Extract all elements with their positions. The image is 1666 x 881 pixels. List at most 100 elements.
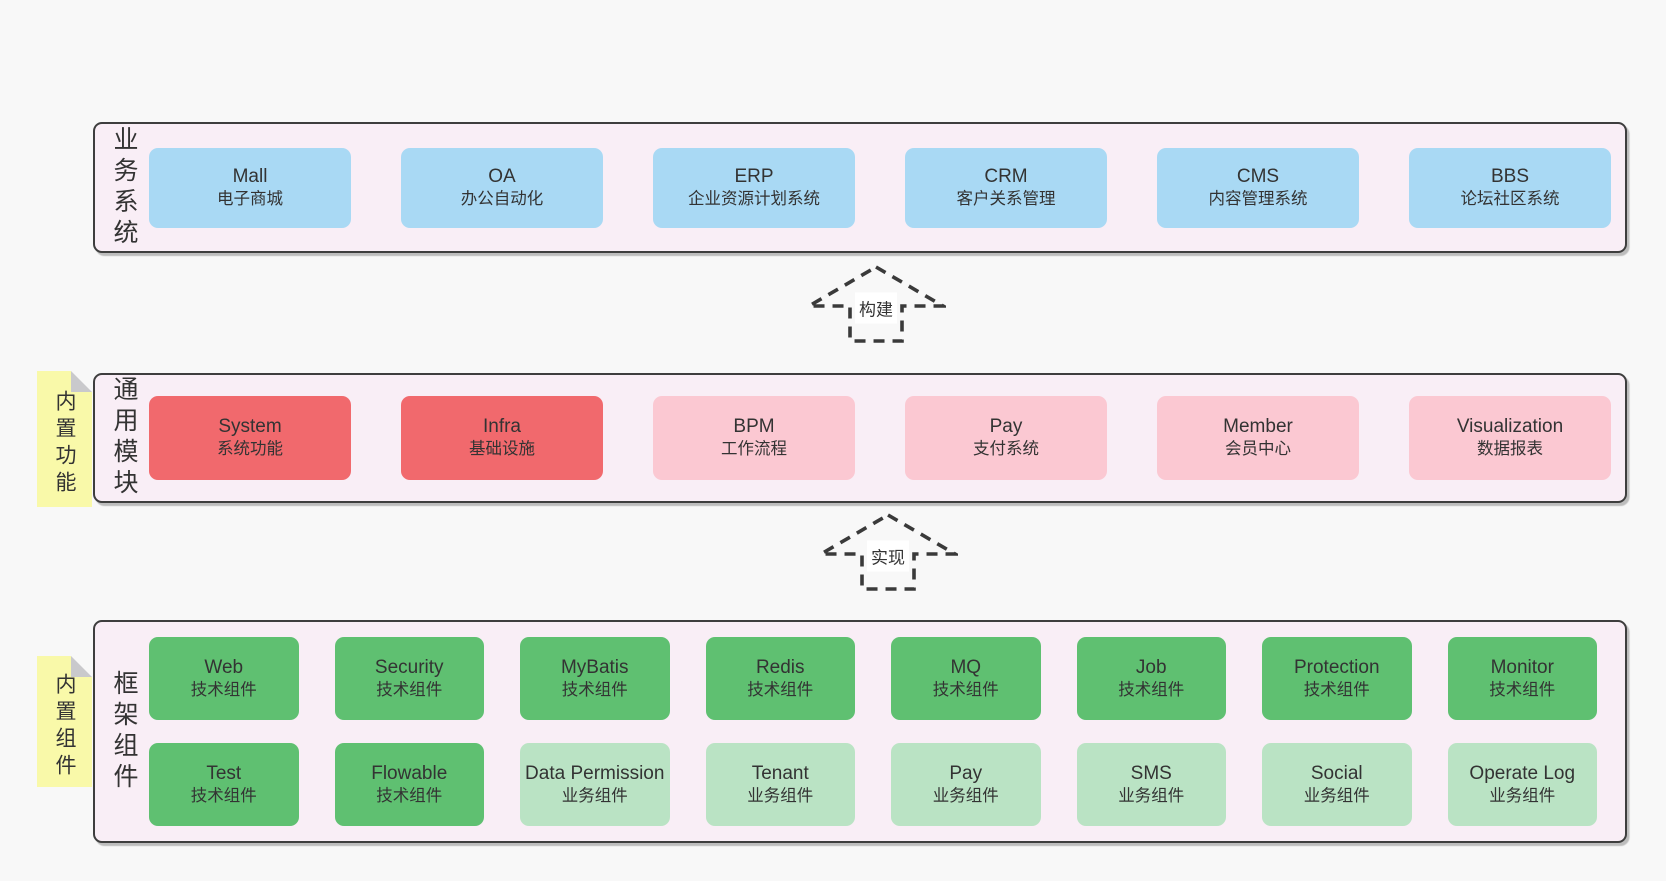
module-name: System — [218, 416, 282, 438]
folded-corner-icon — [71, 656, 92, 677]
module-name: OA — [488, 165, 516, 187]
module-box-job: Job 技术组件 — [1076, 637, 1226, 720]
module-desc: 系统功能 — [217, 440, 283, 459]
module-box-data-permission: Data Permission 业务组件 — [520, 743, 670, 826]
arrow-build-label: 构建 — [855, 292, 897, 324]
module-box-pay: Pay 支付系统 — [905, 396, 1107, 480]
module-box-erp: ERP 企业资源计划系统 — [653, 147, 855, 228]
module-desc: 业务组件 — [1489, 786, 1556, 805]
module-box-cms: CMS 内容管理系统 — [1157, 147, 1359, 228]
module-box-social: Social 业务组件 — [1262, 743, 1412, 826]
sticky-builtin-features-text: 内置功能 — [53, 390, 76, 498]
business-systems-row: Mall 电子商城 OA 办公自动化 ERP 企业资源计划系统 CRM 客户关系管理 CMS 内容… — [149, 147, 1625, 228]
module-name: Operate Log — [1469, 762, 1576, 784]
module-box-sms: SMS 业务组件 — [1076, 743, 1226, 826]
module-desc: 基础设施 — [469, 440, 535, 459]
module-desc: 技术组件 — [1118, 680, 1185, 699]
module-desc: 技术组件 — [932, 680, 999, 699]
sticky-builtin-features: 内置功能 — [37, 371, 92, 507]
module-name: Visualization — [1456, 416, 1564, 438]
module-desc: 支付系统 — [973, 440, 1039, 459]
module-desc: 技术组件 — [1303, 680, 1370, 699]
module-desc: 数据报表 — [1477, 440, 1543, 459]
layer-title-business-systems: 业务系统 — [110, 125, 138, 250]
module-name: Security — [374, 656, 444, 678]
module-name: Infra — [482, 416, 522, 438]
module-name: CMS — [1236, 165, 1280, 187]
module-name: Test — [206, 762, 242, 784]
module-box-bbs: BBS 论坛社区系统 — [1409, 147, 1611, 228]
module-desc: 技术组件 — [376, 680, 443, 699]
module-name: Social — [1310, 762, 1363, 784]
module-desc: 业务组件 — [561, 786, 628, 805]
module-name: BBS — [1490, 165, 1530, 187]
module-box-operate-log: Operate Log 业务组件 — [1447, 743, 1597, 826]
module-desc: 技术组件 — [190, 680, 257, 699]
module-name: Pay — [949, 762, 983, 784]
module-name: CRM — [984, 165, 1028, 187]
arrow-implement-up: 实现 — [818, 512, 958, 592]
folded-corner-icon — [71, 371, 92, 392]
module-name: Protection — [1293, 656, 1380, 678]
layer-business-systems: 业务系统 Mall 电子商城 OA 办公自动化 ERP 企业资源计划系统 CRM 客户关系管理… — [93, 122, 1627, 253]
module-name: Pay — [989, 416, 1023, 438]
sticky-builtin-components-text: 内置组件 — [53, 672, 76, 781]
module-box-redis: Redis 技术组件 — [705, 637, 855, 720]
module-desc: 工作流程 — [721, 440, 787, 459]
up-arrow-icon — [818, 512, 958, 591]
module-name: Mall — [232, 165, 268, 187]
module-box-infra: Infra 基础设施 — [401, 396, 603, 480]
module-desc: 业务组件 — [1118, 786, 1185, 805]
module-box-security: Security 技术组件 — [334, 637, 484, 720]
module-desc: 技术组件 — [190, 786, 257, 805]
module-desc: 技术组件 — [747, 680, 814, 699]
module-box-system: System 系统功能 — [149, 396, 351, 480]
arrow-build-up: 构建 — [806, 264, 946, 344]
module-desc: 技术组件 — [1489, 680, 1556, 699]
sticky-builtin-components: 内置组件 — [37, 656, 92, 787]
module-box-test: Test 技术组件 — [149, 743, 299, 826]
module-name: Monitor — [1490, 656, 1554, 678]
module-name: SMS — [1130, 762, 1172, 784]
layer-common-modules: 通用模块 System 系统功能 Infra 基础设施 BPM 工作流程 Pay 支付系统 Me… — [93, 373, 1627, 503]
module-box-mall: Mall 电子商城 — [149, 147, 351, 228]
module-name: ERP — [734, 165, 774, 187]
module-desc: 客户关系管理 — [956, 189, 1056, 208]
module-box-oa: OA 办公自动化 — [401, 147, 603, 228]
module-box-protection: Protection 技术组件 — [1262, 637, 1412, 720]
module-box-crm: CRM 客户关系管理 — [905, 147, 1107, 228]
module-desc: 业务组件 — [1303, 786, 1370, 805]
arrow-implement-label: 实现 — [867, 540, 909, 572]
module-desc: 业务组件 — [932, 786, 999, 805]
up-arrow-icon — [806, 264, 946, 343]
module-box-mq: MQ 技术组件 — [891, 637, 1041, 720]
layer-title-common-modules: 通用模块 — [110, 376, 138, 500]
module-desc: 办公自动化 — [460, 189, 544, 208]
module-name: Member — [1223, 416, 1293, 438]
module-name: MyBatis — [560, 656, 629, 678]
module-box-web: Web 技术组件 — [149, 637, 299, 720]
module-box-visualization: Visualization 数据报表 — [1409, 396, 1611, 480]
module-box-bpm: BPM 工作流程 — [653, 396, 855, 480]
module-name: Data Permission — [525, 762, 665, 784]
module-name: MQ — [950, 656, 982, 678]
module-name: Job — [1135, 656, 1167, 678]
module-name: Redis — [755, 656, 805, 678]
module-name: BPM — [733, 416, 775, 438]
module-name: Web — [204, 656, 244, 678]
module-desc: 内容管理系统 — [1208, 189, 1308, 208]
module-name: Tenant — [751, 762, 809, 784]
module-desc: 业务组件 — [747, 786, 814, 805]
module-desc: 电子商城 — [217, 189, 283, 208]
module-desc: 论坛社区系统 — [1460, 189, 1560, 208]
module-desc: 企业资源计划系统 — [688, 189, 820, 208]
